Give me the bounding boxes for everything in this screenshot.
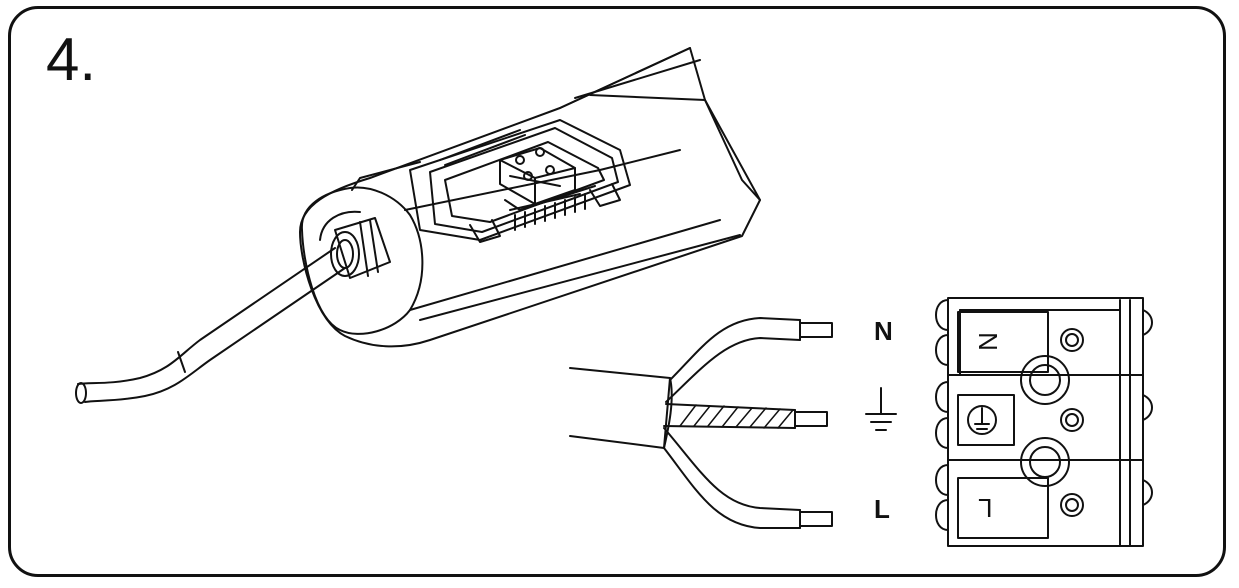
stripped-cable [569, 317, 833, 529]
connector-live-mark: L [978, 493, 993, 523]
step-number: 4. [46, 26, 97, 93]
live-conductor-tip [799, 511, 833, 527]
inner-terminal-block [499, 147, 576, 205]
instruction-frame [8, 6, 1226, 577]
power-cable [75, 247, 346, 404]
luminaire-housing [299, 47, 761, 348]
earth-conductor-tip [794, 411, 828, 427]
connector-earth-mark [967, 405, 997, 435]
neutral-wire-label: N [874, 316, 893, 346]
cable-gland [330, 217, 391, 279]
terminal-connector [935, 297, 1153, 547]
connector-neutral-mark: N [972, 332, 1003, 351]
live-wire-label: L [874, 494, 890, 524]
earth-ground-symbol [865, 387, 897, 431]
neutral-conductor-tip [799, 322, 833, 338]
